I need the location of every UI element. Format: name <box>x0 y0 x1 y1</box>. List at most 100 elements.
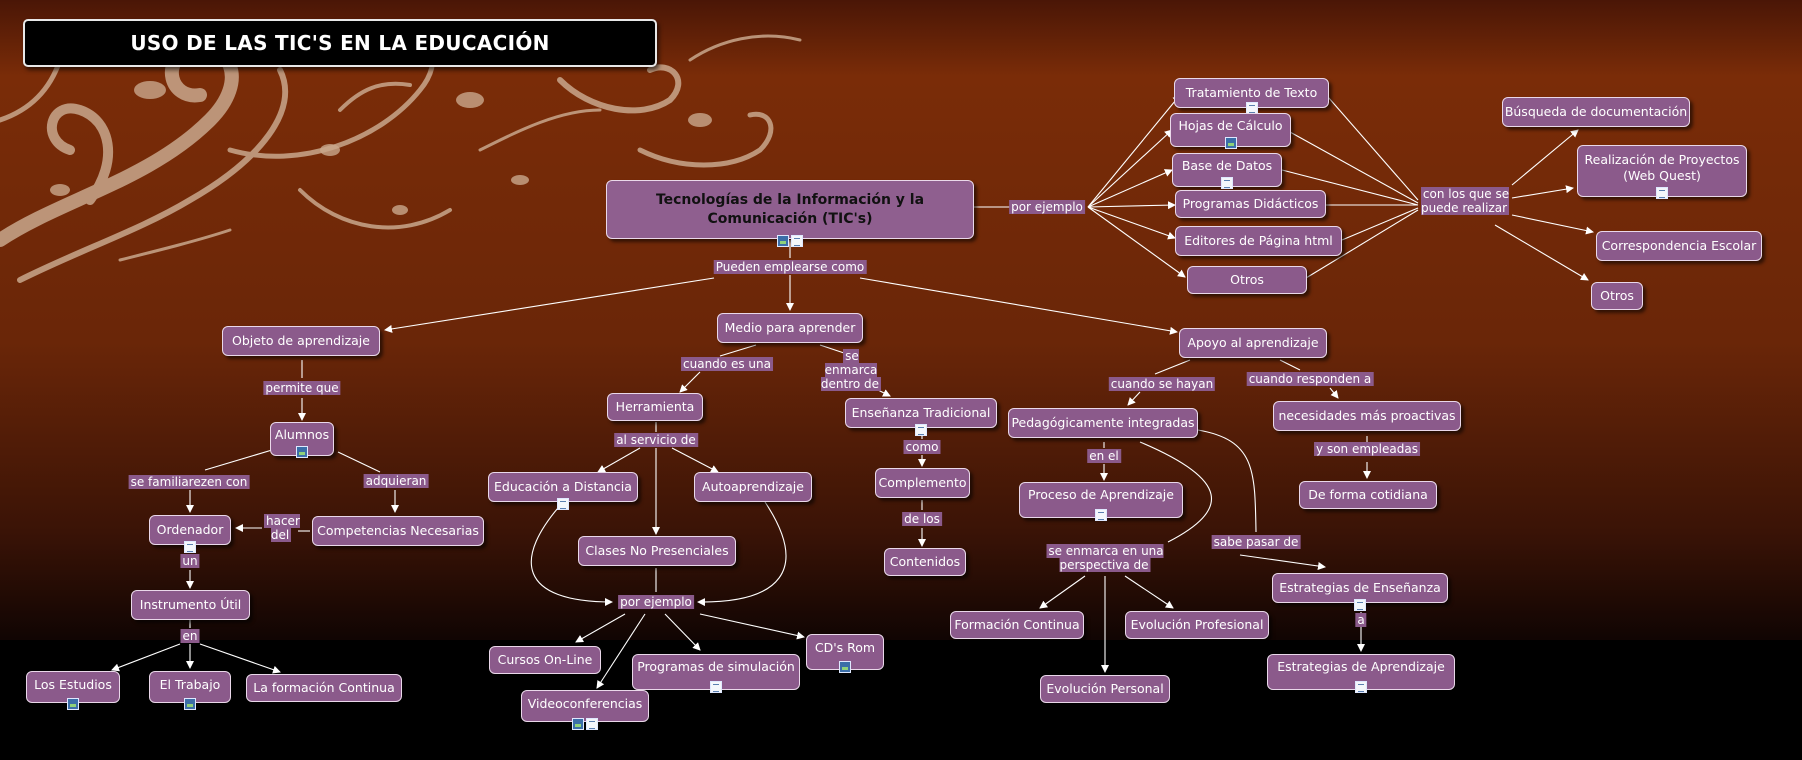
node-tratamiento-texto[interactable]: Tratamiento de Texto <box>1174 78 1329 114</box>
node-label: Contenidos <box>889 554 961 569</box>
link-label-un: un <box>180 554 200 568</box>
map-title: USO DE LAS TIC'S EN LA EDUCACIÓN <box>23 19 657 67</box>
node-necesidades-proactivas[interactable]: necesidades más proactivas <box>1273 401 1461 431</box>
node-competencias-necesarias[interactable]: Competencias Necesarias <box>312 516 484 546</box>
node-label: Medio para aprender <box>724 320 856 335</box>
node-base-datos[interactable]: Base de Datos <box>1172 153 1282 189</box>
node-label: Herramienta <box>615 399 695 414</box>
document-resource-icon[interactable] <box>586 718 598 730</box>
image-resource-icon[interactable] <box>296 446 308 458</box>
image-resource-icon[interactable] <box>777 235 789 247</box>
image-resource-icon[interactable] <box>1224 137 1237 149</box>
document-resource-icon[interactable] <box>557 498 569 510</box>
node-label: Ordenador <box>156 522 224 537</box>
node-los-estudios[interactable]: Los Estudios <box>26 671 120 710</box>
node-label: Correspondencia Escolar <box>1601 238 1757 253</box>
node-alumnos[interactable]: Alumnos <box>270 422 334 458</box>
link-label-cuando-es-una: cuando es una <box>681 357 773 371</box>
node-label: Apoyo al aprendizaje <box>1187 335 1319 350</box>
node-cds-rom[interactable]: CD's Rom <box>806 634 884 673</box>
node-complemento[interactable]: Complemento <box>875 468 970 498</box>
node-cursos-online[interactable]: Cursos On-Line <box>489 646 601 674</box>
node-formacion-continua-2[interactable]: Formación Continua <box>950 611 1084 639</box>
link-label-hacer-del: hacer del <box>264 514 300 542</box>
node-label: Evolución Profesional <box>1130 617 1264 632</box>
document-resource-icon[interactable] <box>1656 187 1668 199</box>
image-resource-icon[interactable] <box>572 718 584 730</box>
node-label: Cursos On-Line <box>497 652 593 667</box>
node-evolucion-personal[interactable]: Evolución Personal <box>1040 675 1170 703</box>
node-pedagogicamente-integradas[interactable]: Pedagógicamente integradas <box>1008 408 1198 438</box>
node-label: Programas Didácticos <box>1182 196 1319 211</box>
node-label: Proceso de Aprendizaje <box>1028 487 1174 502</box>
node-el-trabajo[interactable]: El Trabajo <box>149 671 231 710</box>
link-label-pueden-emplearse: Pueden emplearse como <box>713 260 867 274</box>
node-programas-simulacion[interactable]: Programas de simulación <box>632 654 800 693</box>
node-label: Competencias Necesarias <box>317 523 479 538</box>
node-label: Educación a Distancia <box>494 479 632 494</box>
node-hojas-calculo[interactable]: Hojas de Cálculo <box>1170 113 1291 149</box>
link-label-de-los: de los <box>902 512 942 526</box>
image-resource-icon[interactable] <box>839 661 851 673</box>
node-label: Hojas de Cálculo <box>1178 118 1283 133</box>
node-label: Búsqueda de documentación <box>1504 104 1688 119</box>
link-label-como: como <box>903 440 941 454</box>
node-label: necesidades más proactivas <box>1278 408 1456 423</box>
node-videoconferencias[interactable]: Videoconferencias <box>521 690 649 730</box>
document-resource-icon[interactable] <box>1354 599 1366 611</box>
link-label-adquieran: adquieran <box>363 474 429 488</box>
node-educacion-distancia[interactable]: Educación a Distancia <box>488 472 638 510</box>
node-forma-cotidiana[interactable]: De forma cotidiana <box>1299 481 1437 509</box>
node-formacion-continua-1[interactable]: La formación Continua <box>246 674 402 702</box>
image-resource-icon[interactable] <box>184 698 196 710</box>
node-estrategias-aprendizaje[interactable]: Estrategias de Aprendizaje <box>1267 654 1455 693</box>
node-correspondencia-escolar[interactable]: Correspondencia Escolar <box>1596 231 1762 261</box>
link-label-al-servicio: al servicio de <box>614 433 698 447</box>
document-resource-icon[interactable] <box>184 541 196 553</box>
document-resource-icon[interactable] <box>791 235 803 247</box>
node-label: Alumnos <box>274 427 330 442</box>
node-label: Autoaprendizaje <box>702 479 804 494</box>
link-label-en: en <box>180 629 200 643</box>
node-editores-html[interactable]: Editores de Página html <box>1175 226 1342 256</box>
node-label: Estrategias de Aprendizaje <box>1277 659 1445 674</box>
document-resource-icon[interactable] <box>1095 509 1107 521</box>
node-ensenanza-tradicional[interactable]: Enseñanza Tradicional <box>845 398 997 436</box>
node-label: Base de Datos <box>1181 158 1273 173</box>
node-apoyo-aprendizaje[interactable]: Apoyo al aprendizaje <box>1179 328 1327 358</box>
node-label: Clases No Presenciales <box>585 543 729 558</box>
node-label: Videoconferencias <box>527 696 643 711</box>
node-medio-aprender[interactable]: Medio para aprender <box>717 313 863 343</box>
node-label: Programas de simulación <box>637 659 795 674</box>
node-estrategias-ensenanza[interactable]: Estrategias de Enseñanza <box>1272 573 1448 611</box>
node-instrumento-util[interactable]: Instrumento Útil <box>131 590 250 620</box>
node-herramienta[interactable]: Herramienta <box>607 393 703 421</box>
node-evolucion-profesional[interactable]: Evolución Profesional <box>1125 611 1269 639</box>
node-realizacion-proyectos[interactable]: Realización de Proyectos (Web Quest) <box>1577 145 1747 199</box>
node-clases-no-presenciales[interactable]: Clases No Presenciales <box>578 536 736 566</box>
node-programas-didacticos[interactable]: Programas Didácticos <box>1175 190 1326 218</box>
link-label-cuando-se-hayan: cuando se hayan <box>1108 377 1216 391</box>
node-label: CD's Rom <box>814 640 876 655</box>
node-busqueda-documentacion[interactable]: Búsqueda de documentación <box>1502 97 1690 127</box>
link-label-por-ejemplo: por ejemplo <box>1009 200 1085 214</box>
node-label: Enseñanza Tradicional <box>851 405 991 420</box>
node-tic[interactable]: Tecnologías de la Información y la Comun… <box>606 180 974 247</box>
node-label: Objeto de aprendizaje <box>232 333 370 348</box>
link-label-por-ejemplo-2: por ejemplo <box>618 595 694 609</box>
document-resource-icon[interactable] <box>710 681 722 693</box>
node-label: Los Estudios <box>34 677 112 692</box>
node-proceso-aprendizaje[interactable]: Proceso de Aprendizaje <box>1019 482 1183 521</box>
node-objeto-aprendizaje[interactable]: Objeto de aprendizaje <box>222 326 380 356</box>
document-resource-icon[interactable] <box>1355 681 1367 693</box>
node-autoaprendizaje[interactable]: Autoaprendizaje <box>694 472 812 502</box>
document-resource-icon[interactable] <box>1221 177 1233 189</box>
node-otros-2[interactable]: Otros <box>1591 282 1643 310</box>
image-resource-icon[interactable] <box>67 698 79 710</box>
document-resource-icon[interactable] <box>915 424 927 436</box>
node-label: Evolución Personal <box>1046 681 1164 696</box>
node-ordenador[interactable]: Ordenador <box>149 515 231 553</box>
node-label: La formación Continua <box>253 680 395 695</box>
node-contenidos[interactable]: Contenidos <box>884 548 966 576</box>
node-otros-1[interactable]: Otros <box>1187 266 1307 294</box>
